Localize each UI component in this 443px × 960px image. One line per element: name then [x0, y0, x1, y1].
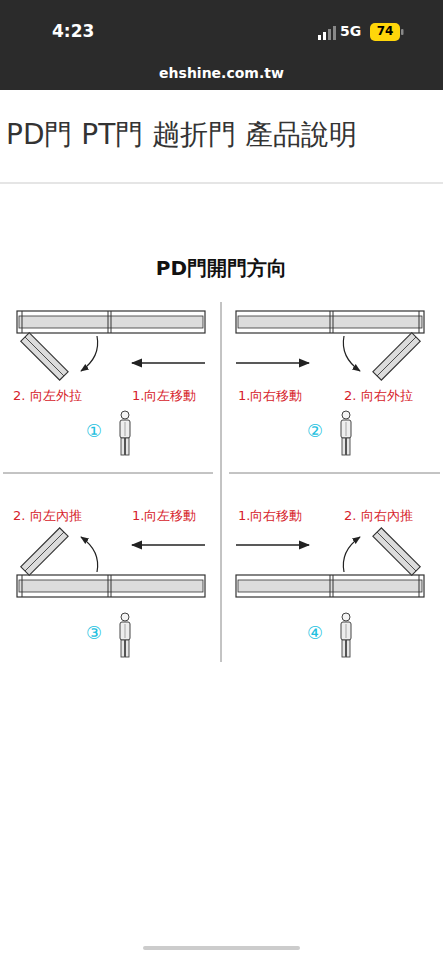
step-label: 2. 向左外拉: [13, 388, 82, 404]
person-figure: [120, 613, 130, 657]
step-label: 1.向左移動: [132, 388, 196, 404]
network-type: 5G: [340, 23, 361, 40]
person-figure: [341, 613, 351, 657]
door-drawing: [17, 528, 205, 597]
signal-icon: [318, 26, 336, 40]
callout-number: ①: [86, 420, 102, 442]
home-indicator: [143, 946, 300, 950]
battery-icon: [370, 23, 400, 41]
battery-tip: [401, 29, 404, 35]
person-figure: [341, 411, 351, 455]
divider: [0, 182, 443, 184]
callout-number: ②: [307, 420, 323, 442]
site-url: ehshine.com.tw: [0, 65, 443, 82]
door-drawing: [236, 311, 424, 380]
page-heading: PD門 PT門 趟折門 產品說明: [6, 118, 357, 152]
step-label: 1.向右移動: [238, 388, 302, 404]
step-label: 1.向右移動: [238, 508, 302, 524]
callout-number: ③: [86, 622, 102, 644]
grid-line: [229, 473, 440, 474]
step-label: 2. 向左內推: [13, 508, 82, 524]
status-time: 4:23: [52, 21, 94, 41]
step-label: 2. 向右內推: [344, 508, 413, 524]
grid-line: [221, 302, 222, 662]
step-label: 2. 向右外拉: [344, 388, 413, 404]
grid-line: [3, 473, 213, 474]
battery-level: 74: [370, 24, 400, 38]
step-label: 1.向左移動: [132, 508, 196, 524]
person-figure: [120, 411, 130, 455]
status-bar: [0, 0, 443, 90]
door-drawing: [17, 311, 205, 380]
diagram-title: PD門開門方向: [0, 256, 443, 280]
callout-number: ④: [307, 622, 323, 644]
door-drawing: [236, 528, 424, 597]
